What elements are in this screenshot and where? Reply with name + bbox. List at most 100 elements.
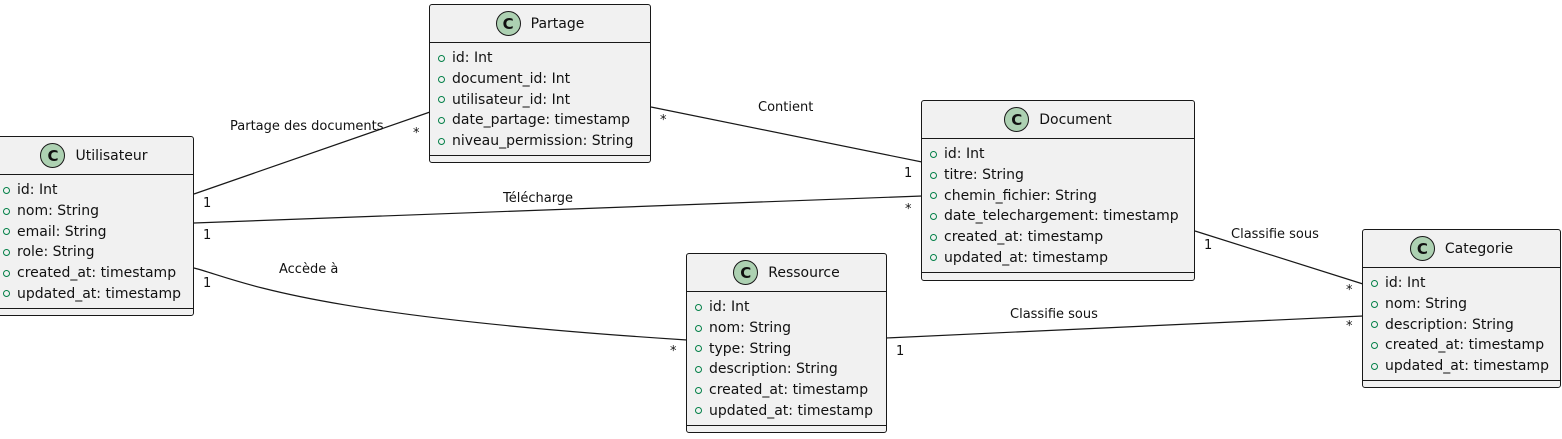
class-utilisateur: C Utilisateur id: Int nom: String email:… <box>0 136 194 316</box>
attribute-text: id: Int <box>452 50 493 67</box>
relation-telecharge: Télécharge 1 * <box>193 191 923 243</box>
attribute-text: niveau_permission: String <box>452 133 634 150</box>
attribute: nom: String <box>1363 294 1560 315</box>
public-field-icon <box>3 207 10 215</box>
public-field-icon <box>1371 341 1378 349</box>
attribute-text: email: String <box>17 223 107 240</box>
class-name: Ressource <box>768 264 840 281</box>
class-name: Partage <box>530 15 585 32</box>
relation-label: Accède à <box>279 262 338 277</box>
public-field-icon <box>1371 321 1378 329</box>
public-field-icon <box>3 186 10 194</box>
relation-line <box>193 111 431 195</box>
attribute-text: id: Int <box>1385 275 1426 292</box>
public-field-icon <box>1371 279 1378 287</box>
class-c-icon: C <box>1409 236 1435 261</box>
class-ressource: C Ressource id: Int nom: String type: St… <box>686 253 887 433</box>
public-field-icon <box>695 365 702 373</box>
attribute-text: created_at: timestamp <box>944 229 1104 246</box>
class-attributes: id: Int nom: String description: String … <box>1363 268 1560 382</box>
class-attributes: id: Int nom: String email: String role: … <box>0 175 193 310</box>
relation-label: Classifie sous <box>1010 307 1098 322</box>
public-field-icon <box>438 137 445 145</box>
relation-document-classifie-sous: Classifie sous 1 * <box>1194 227 1364 298</box>
relation-line <box>885 315 1364 339</box>
attribute: chemin_fichier: String <box>922 185 1194 206</box>
relation-line <box>193 267 688 341</box>
class-c-icon: C <box>495 11 521 36</box>
attribute: created_at: timestamp <box>0 263 193 284</box>
class-methods <box>1363 381 1560 389</box>
multiplicity-from: 1 <box>203 276 211 291</box>
attribute: type: String <box>687 338 886 359</box>
attribute: created_at: timestamp <box>922 227 1194 248</box>
multiplicity-to: * <box>670 344 677 359</box>
attribute: created_at: timestamp <box>687 380 886 401</box>
class-categorie: C Categorie id: Int nom: String descript… <box>1362 229 1561 388</box>
attribute-text: id: Int <box>944 146 985 163</box>
attribute-text: nom: String <box>17 203 100 220</box>
class-header: C Partage <box>430 5 650 43</box>
attribute-text: updated_at: timestamp <box>709 402 873 419</box>
relation-label: Partage des documents <box>230 119 384 134</box>
multiplicity-from: * <box>660 113 667 128</box>
class-methods <box>0 309 193 317</box>
attribute-text: nom: String <box>1385 296 1468 313</box>
public-field-icon <box>438 116 445 124</box>
public-field-icon <box>695 407 702 415</box>
class-header: C Utilisateur <box>0 137 193 175</box>
class-c-icon: C <box>1004 107 1030 132</box>
attribute-text: date_partage: timestamp <box>452 112 631 129</box>
class-header: C Ressource <box>687 254 886 292</box>
relation-label: Classifie sous <box>1231 227 1319 242</box>
attribute-text: type: String <box>709 340 792 357</box>
multiplicity-to: * <box>1346 319 1353 334</box>
class-header: C Categorie <box>1363 230 1560 268</box>
attribute: created_at: timestamp <box>1363 335 1560 356</box>
attribute-text: updated_at: timestamp <box>17 285 181 302</box>
public-field-icon <box>3 269 10 277</box>
attribute: description: String <box>1363 314 1560 335</box>
multiplicity-to: * <box>413 126 420 141</box>
attribute: id: Int <box>922 144 1194 165</box>
attribute-text: date_telechargement: timestamp <box>944 208 1179 225</box>
public-field-icon <box>930 254 937 262</box>
class-partage: C Partage id: Int document_id: Int utili… <box>429 4 651 163</box>
attribute-text: updated_at: timestamp <box>944 249 1108 266</box>
attribute-text: created_at: timestamp <box>17 265 177 282</box>
attribute: id: Int <box>1363 273 1560 294</box>
attribute: description: String <box>687 359 886 380</box>
class-name: Document <box>1039 111 1112 128</box>
class-methods <box>922 273 1194 281</box>
public-field-icon <box>930 192 937 200</box>
class-methods <box>687 426 886 434</box>
attribute-text: description: String <box>1385 316 1514 333</box>
attribute: niveau_permission: String <box>430 131 650 152</box>
public-field-icon <box>930 150 937 158</box>
attribute: updated_at: timestamp <box>1363 356 1560 377</box>
attribute: id: Int <box>0 180 193 201</box>
class-attributes: id: Int titre: String chemin_fichier: St… <box>922 139 1194 274</box>
attribute: document_id: Int <box>430 69 650 90</box>
public-field-icon <box>438 54 445 62</box>
attribute: email: String <box>0 221 193 242</box>
attribute-text: id: Int <box>709 299 750 316</box>
attribute-text: description: String <box>709 361 838 378</box>
multiplicity-from: 1 <box>203 196 211 211</box>
class-c-icon: C <box>733 260 759 285</box>
attribute: role: String <box>0 242 193 263</box>
class-methods <box>430 156 650 164</box>
attribute: updated_at: timestamp <box>0 283 193 304</box>
attribute: nom: String <box>687 318 886 339</box>
attribute: date_partage: timestamp <box>430 110 650 131</box>
public-field-icon <box>695 303 702 311</box>
attribute: id: Int <box>430 48 650 69</box>
class-c-icon: C <box>40 143 66 168</box>
relation-line <box>1194 230 1364 285</box>
relation-line <box>650 106 923 163</box>
multiplicity-to: * <box>1346 283 1353 298</box>
class-attributes: id: Int nom: String type: String descrip… <box>687 292 886 427</box>
attribute-text: id: Int <box>17 182 58 199</box>
relation-label: Contient <box>758 100 813 115</box>
